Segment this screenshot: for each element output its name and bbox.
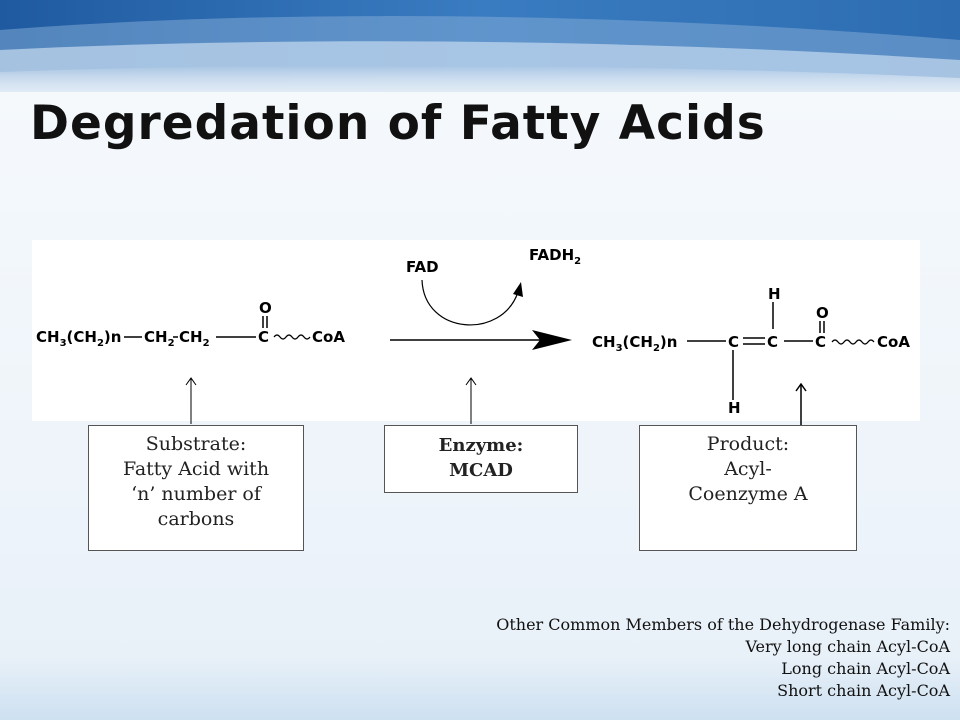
svg-text:CH3(CH2)n: CH3(CH2)n bbox=[592, 333, 677, 354]
header-band bbox=[0, 0, 960, 92]
substrate-label-line: ‘n’ number of bbox=[131, 483, 261, 505]
enzyme-label-box: Enzyme: MCAD bbox=[384, 425, 578, 493]
product-h-bottom: H bbox=[728, 399, 741, 417]
substrate-coa: CoA bbox=[312, 328, 345, 346]
cofactor-curve: FAD FADH2 bbox=[406, 246, 581, 326]
other-members-heading: Other Common Members of the Dehydrogenas… bbox=[496, 615, 950, 634]
substrate-label-box: Substrate: Fatty Acid with ‘n’ number of… bbox=[88, 425, 304, 551]
other-members-list: Other Common Members of the Dehydrogenas… bbox=[496, 614, 950, 702]
product-c2: C bbox=[767, 333, 778, 351]
slide-title: Degredation of Fatty Acids bbox=[30, 96, 766, 151]
svg-text:CH2: CH2 bbox=[179, 328, 210, 349]
substrate-label-line: carbons bbox=[157, 508, 235, 530]
substrate-label-line: Fatty Acid with bbox=[122, 458, 270, 480]
product-label-line: Product: bbox=[706, 433, 790, 455]
product-h-top: H bbox=[768, 285, 781, 303]
svg-text:CH3(CH2)n: CH3(CH2)n bbox=[36, 328, 121, 349]
product-label-line: Acyl- bbox=[724, 458, 772, 480]
product-c1: C bbox=[728, 333, 739, 351]
substrate-ch3: CH bbox=[36, 328, 60, 346]
reaction-diagram: CH3(CH2)n CH2 CH2 C O CoA FAD bbox=[32, 240, 920, 421]
product-formula: CH3(CH2)n C H C H C O CoA bbox=[592, 285, 910, 417]
reaction-svg: CH3(CH2)n CH2 CH2 C O CoA FAD bbox=[36, 246, 910, 417]
product-label-line: Coenzyme A bbox=[688, 483, 808, 505]
substrate-carbonyl-c: C bbox=[258, 328, 269, 346]
substrate-oxygen: O bbox=[259, 299, 272, 317]
enzyme-label-line: MCAD bbox=[449, 460, 513, 481]
list-item: Very long chain Acyl-CoA bbox=[745, 637, 950, 656]
list-item: Long chain Acyl-CoA bbox=[781, 659, 950, 678]
substrate-formula: CH3(CH2)n CH2 CH2 C O CoA bbox=[36, 299, 345, 349]
substrate-pointer-arrow bbox=[185, 377, 197, 424]
product-c3: C bbox=[815, 333, 826, 351]
footer-band bbox=[0, 655, 960, 720]
product-coa: CoA bbox=[877, 333, 910, 351]
product-pointer-arrow bbox=[795, 382, 807, 426]
enzyme-pointer-arrow bbox=[465, 377, 477, 424]
product-oxygen: O bbox=[816, 304, 829, 322]
fadh2-label: FADH2 bbox=[529, 246, 581, 267]
product-label-box: Product: Acyl- Coenzyme A bbox=[639, 425, 857, 551]
list-item: Short chain Acyl-CoA bbox=[777, 681, 950, 700]
svg-text:CH2: CH2 bbox=[144, 328, 175, 349]
substrate-label-line: Substrate: bbox=[145, 433, 247, 455]
enzyme-label-line: Enzyme: bbox=[438, 435, 524, 456]
reaction-arrow bbox=[390, 330, 572, 350]
fad-label: FAD bbox=[406, 258, 439, 276]
